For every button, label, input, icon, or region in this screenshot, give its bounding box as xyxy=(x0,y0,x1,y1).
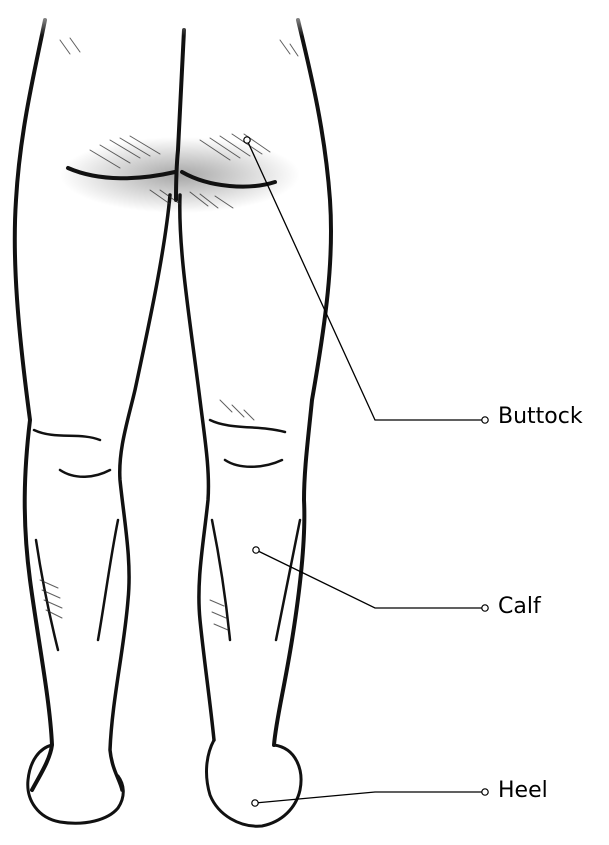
buttock-pointer-dot xyxy=(244,137,250,143)
heel-leader-line xyxy=(255,792,485,803)
heel-label: Heel xyxy=(498,778,548,804)
heel-label-dot xyxy=(482,789,488,795)
right-leg-inner-contour xyxy=(180,195,214,740)
left-knee-crease xyxy=(34,430,110,477)
right-leg-outer-contour xyxy=(274,20,331,745)
calf-label: Calf xyxy=(498,594,541,620)
calf-leader-line xyxy=(256,550,485,608)
left-calf-line xyxy=(36,520,118,650)
right-heel-outline xyxy=(207,740,301,826)
calf-label-dot xyxy=(482,605,488,611)
top-fade xyxy=(0,0,609,36)
buttock-label-dot xyxy=(482,417,488,423)
left-heel-outline xyxy=(28,745,123,823)
calf-pointer-dot xyxy=(253,547,259,553)
heel-pointer-dot xyxy=(252,800,258,806)
right-knee-crease xyxy=(210,420,285,467)
leg-hatching xyxy=(40,38,298,630)
left-leg-outer-contour xyxy=(15,20,52,790)
buttock-label: Buttock xyxy=(498,404,583,430)
right-calf-line xyxy=(212,520,300,640)
left-leg-inner-contour xyxy=(110,195,170,790)
